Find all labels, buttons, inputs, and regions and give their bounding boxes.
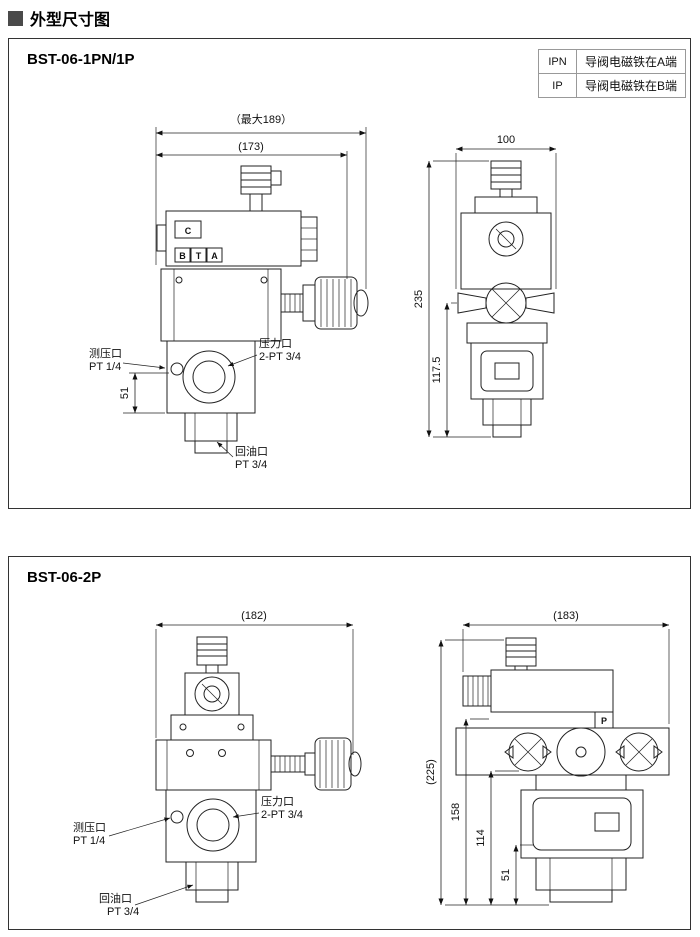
p1-front-view: [156, 165, 369, 454]
return-port-label: 回油口: [235, 444, 268, 458]
dim-51: 51: [500, 869, 512, 881]
valve-main-body: [155, 739, 272, 791]
panel2-title: BST-06-2P: [27, 569, 102, 586]
p1-side-dimensions: [426, 146, 557, 438]
coil-mark-c: C: [185, 226, 192, 236]
coil-mark-box: [174, 220, 202, 239]
legend-table: IPN 导阀电磁铁在A端 IP 导阀电磁铁在B端: [537, 49, 687, 98]
panel-bst-06-1pn-1p: BST-06-1PN/1P IPN 导阀电磁铁在A端 IP 导阀电磁铁在B端: [8, 38, 691, 509]
connector-plug: [196, 636, 228, 666]
dim-158: 158: [450, 803, 462, 821]
pressure-port-label: 压力口: [261, 795, 294, 808]
lower-block: [520, 789, 644, 859]
return-fitting: [184, 412, 238, 442]
panel1-title: BST-06-1PN/1P: [27, 51, 135, 68]
port-mark-a: A: [211, 251, 218, 261]
port-mark-b: B: [179, 251, 186, 261]
p2-side-dimensions: [438, 622, 670, 906]
return-port-size: PT 3/4: [235, 459, 267, 471]
legend-code-ip: IP: [537, 73, 577, 98]
pressure-port-circle: [186, 798, 240, 852]
gauge-port-label: 测压口: [73, 821, 106, 834]
pressure-port-size: 2-PT 3/4: [261, 809, 303, 821]
port-mark-t: T: [196, 251, 202, 261]
adjust-handwheel: [314, 737, 352, 791]
dim-225: (225): [425, 759, 437, 785]
legend-desc-ip: 导阀电磁铁在B端: [575, 73, 687, 98]
dim-183: (183): [553, 610, 579, 622]
center-port-circle: [556, 727, 606, 777]
wing-left: [457, 292, 487, 314]
p2-side-view: [455, 637, 670, 903]
knob-circle-right: [619, 732, 659, 772]
dim-117-5: 117.5: [431, 357, 443, 384]
p1-front-dimensions: [123, 127, 367, 414]
wing-right: [525, 292, 555, 314]
dim-overall-width: （最大189）: [230, 112, 292, 126]
adjust-handwheel: [314, 276, 358, 330]
legend-desc-ipn: 导阀电磁铁在A端: [575, 49, 687, 74]
legend-row-ip: IP 导阀电磁铁在B端: [537, 73, 687, 98]
gauge-port-size: PT 1/4: [89, 361, 121, 373]
dim-114: 114: [475, 829, 487, 847]
panel-bst-06-2p: BST-06-2P: [8, 556, 691, 930]
knob-circle-left: [508, 732, 548, 772]
port-block: [166, 340, 256, 414]
gauge-port-circle: [170, 362, 184, 376]
dim-235: 235: [413, 290, 425, 308]
connector-plug-side: [505, 637, 537, 667]
return-fitting: [185, 861, 239, 891]
pressure-port-circle: [182, 350, 236, 404]
gauge-port-label: 测压口: [89, 347, 122, 360]
header-bullet-icon: [8, 10, 23, 26]
p2-front-dimensions: [155, 622, 354, 755]
dim-182: (182): [241, 610, 267, 622]
dim-body-width: (173): [238, 141, 264, 153]
return-port-size: PT 3/4: [107, 906, 139, 918]
gauge-port-size: PT 1/4: [73, 835, 105, 847]
p1-front-leaders: [122, 354, 258, 458]
solenoid-coil: [490, 669, 614, 713]
page-header: 外型尺寸图: [8, 6, 110, 30]
p2-front-leaders: [108, 812, 260, 906]
valve-main-body: [160, 268, 282, 342]
legend-code-ipn: IPN: [537, 49, 577, 74]
p1-side-view: [457, 160, 555, 438]
dim-51: 51: [119, 387, 131, 399]
gauge-port-circle: [170, 810, 184, 824]
p-mark: P: [601, 716, 607, 726]
panel1-drawing: C B T A （最大189） (173) 51 测压口 PT 1/4 压力口 …: [89, 112, 557, 471]
pressure-port-size: 2-PT 3/4: [259, 351, 301, 363]
page-title: 外型尺寸图: [30, 12, 111, 29]
cable-gland: [270, 170, 282, 186]
return-port-label: 回油口: [99, 891, 132, 905]
p2-front-view: [155, 636, 362, 903]
legend-row-ipn: IPN 导阀电磁铁在A端: [537, 49, 687, 74]
panel2-drawing: (182) 压力口 2-PT 3/4 测压口 PT 1/4 回油口 PT 3/4: [73, 610, 670, 918]
pressure-port-label: 压力口: [259, 337, 292, 350]
dim-100: 100: [497, 134, 515, 146]
